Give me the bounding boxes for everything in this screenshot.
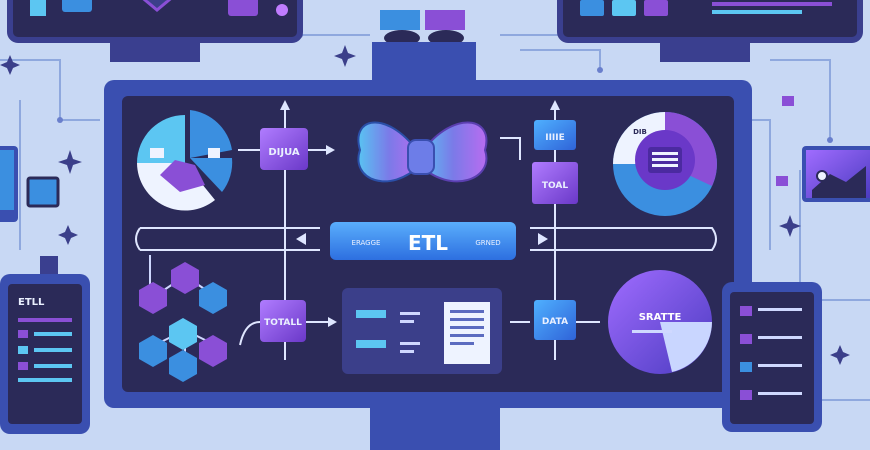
bow-ribbon-icon xyxy=(357,121,488,183)
left-edge-screen xyxy=(0,146,60,222)
flow-box-bottom-right-label: DATA xyxy=(542,317,568,327)
flow-box-bottom-right: DATA xyxy=(534,300,576,340)
right-edge-window xyxy=(802,146,870,202)
etl-bar-left-text: ERAGGE xyxy=(352,239,381,247)
flow-arrowheads xyxy=(280,100,560,327)
right-donut-label: DIB xyxy=(633,128,647,136)
flow-box-middle-right: TOAL xyxy=(532,162,578,204)
flow-box-top-left: DIJUA xyxy=(260,128,308,170)
round-badge-label: SRATTE xyxy=(639,312,682,323)
left-tablet: ETLL xyxy=(0,256,90,434)
flow-box-top-right: IIIIE xyxy=(534,120,576,150)
flow-box-middle-right-label: TOAL xyxy=(542,181,569,191)
left-pie-chart xyxy=(137,110,233,211)
top-left-monitor xyxy=(7,0,303,62)
top-right-monitor xyxy=(557,0,863,62)
sparkle-icons xyxy=(0,45,850,365)
right-small-icons xyxy=(776,96,794,186)
right-donut-chart: DIB xyxy=(613,112,717,216)
etl-bar: ERAGGE ETL GRNED xyxy=(330,222,516,260)
flow-box-bottom-left: TOTALL xyxy=(260,300,306,342)
round-badge: SRATTE xyxy=(608,270,712,374)
top-connector xyxy=(372,10,476,82)
flow-box-top-right-label: IIIIE xyxy=(545,133,565,143)
etl-bar-right-text: GRNED xyxy=(475,239,500,247)
left-tablet-label: ETLL xyxy=(18,297,45,308)
right-tablet xyxy=(722,282,822,432)
document-panel xyxy=(342,288,502,374)
etl-bar-title: ETL xyxy=(408,231,448,255)
flow-box-top-left-label: DIJUA xyxy=(268,147,300,158)
hexagon-network xyxy=(139,255,227,382)
flow-box-bottom-left-label: TOTALL xyxy=(264,318,302,328)
